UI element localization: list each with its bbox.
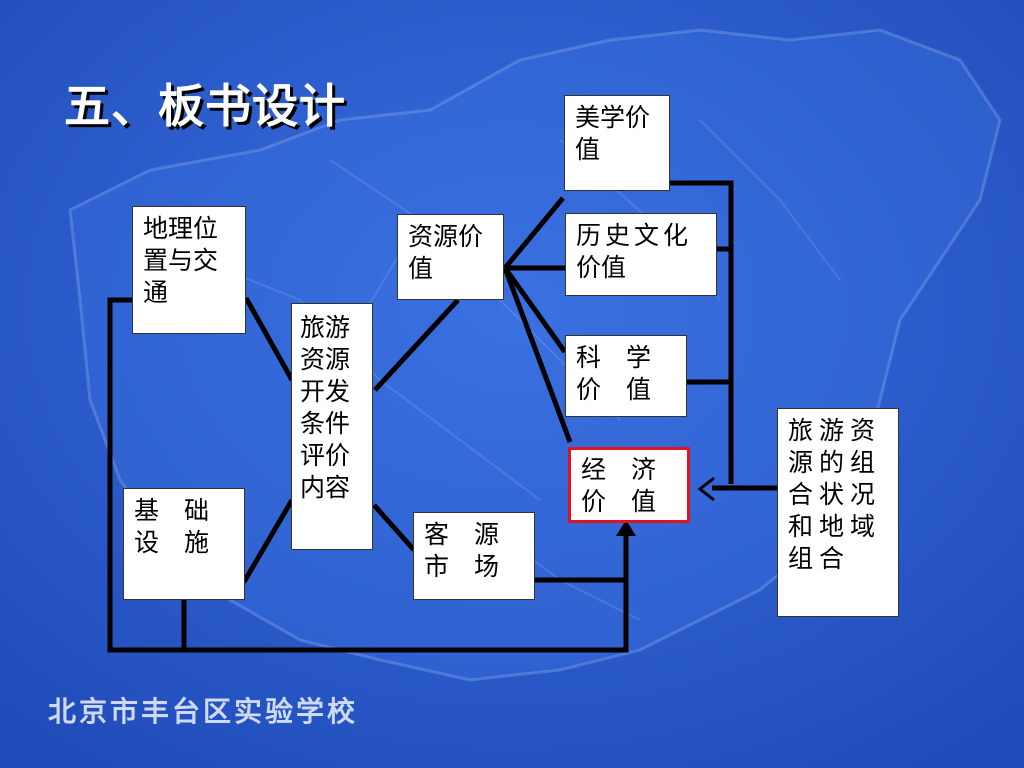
node-evaluation-content: 旅游 资源 开发 条件 评价 内容 [291, 303, 373, 550]
node-aesthetic-value: 美学价 值 [564, 95, 670, 191]
node-economic-value: 经 济 价 值 [568, 447, 690, 523]
node-geographic-location: 地理位 置与交 通 [132, 206, 246, 334]
node-tourist-market: 客 源 市 场 [413, 512, 535, 600]
node-historical-cultural-value: 历史文化 价值 [565, 213, 717, 296]
node-infrastructure: 基 础 设 施 [123, 488, 245, 600]
node-scientific-value: 科 学 价 值 [565, 335, 687, 417]
slide-title: 五、板书设计 [64, 79, 346, 133]
node-resource-combination-status: 旅游资 源的组 合状况 和地域 组合 [777, 408, 899, 617]
node-resource-value: 资源价 值 [397, 214, 504, 300]
school-name-footer: 北京市丰台区实验学校 [48, 695, 359, 728]
